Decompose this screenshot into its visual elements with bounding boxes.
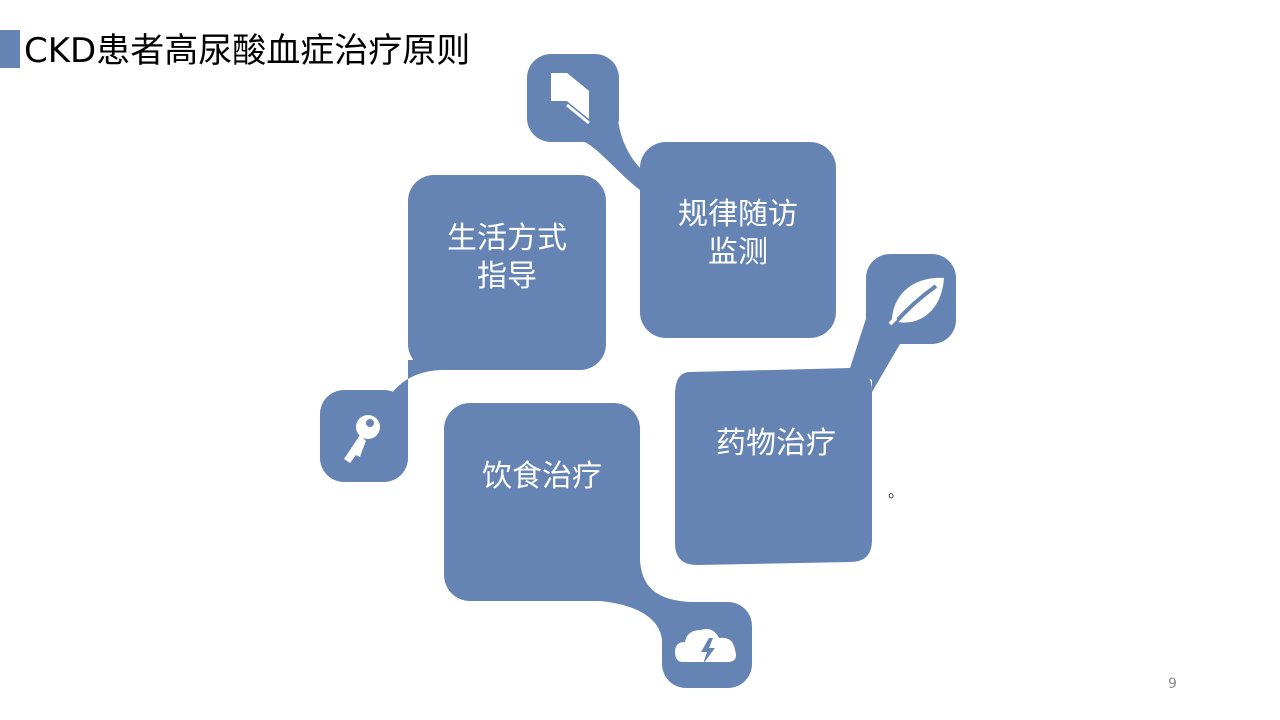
page-number: 9 xyxy=(1168,676,1177,692)
card-lifestyle-label: 生活方式 指导 xyxy=(447,221,567,294)
title-accent-bar xyxy=(0,30,20,68)
cloud-lightning-icon xyxy=(675,629,736,664)
book-icon xyxy=(551,73,590,125)
slide-title: CKD患者高尿酸血症治疗原则 xyxy=(24,31,471,71)
leaf-icon xyxy=(888,277,944,326)
card-diet-label: 饮食治疗 xyxy=(482,459,602,494)
stray-punctuation: 。 xyxy=(888,482,905,501)
key-icon xyxy=(344,415,380,463)
card-drug-label: 药物治疗 xyxy=(716,426,836,461)
card-followup-label: 规律随访 监测 xyxy=(678,197,798,270)
card-diet-shape xyxy=(444,403,752,688)
